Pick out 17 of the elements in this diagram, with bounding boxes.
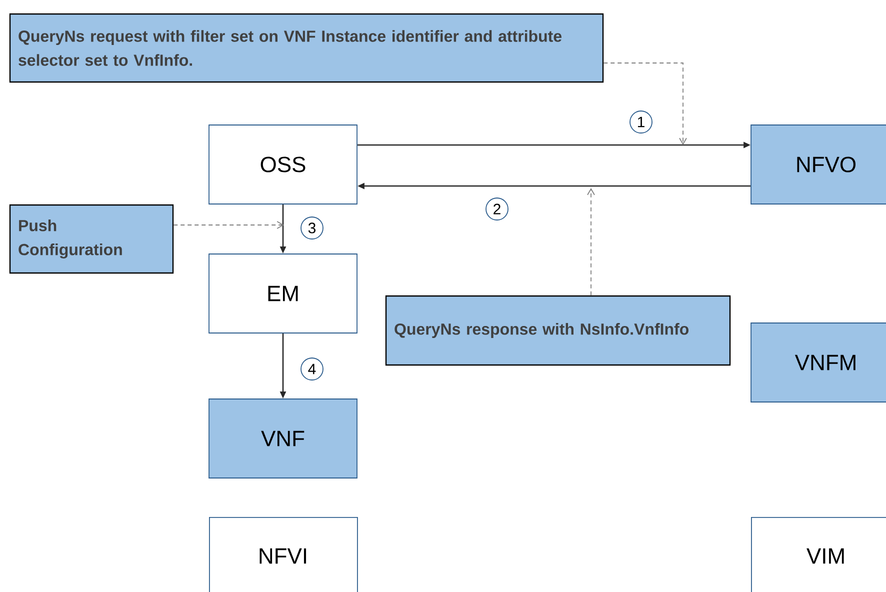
process-box: NFVI [209, 517, 358, 592]
step-number: 4 [300, 358, 324, 380]
note-box: QueryNs request with filter set on VNF Instance identifier and attribute selector set to VnfInfo. [9, 13, 604, 83]
process-box: NFVO [750, 124, 886, 204]
note-box: QueryNs response with NsInfo.VnfInfo [385, 295, 731, 366]
step-number: 1 [630, 110, 652, 134]
leader-line [603, 62, 687, 145]
process-box: OSS [208, 124, 358, 204]
step-number: 2 [486, 198, 508, 220]
process-box: VNFM [750, 322, 886, 402]
process-box: VIM [751, 517, 886, 592]
leader-line [173, 221, 284, 229]
step-number: 3 [300, 216, 324, 240]
leader-line [587, 188, 595, 296]
process-box: EM [208, 254, 358, 334]
note-box: Push Configuration [9, 204, 174, 274]
process-box: VNF [208, 398, 358, 478]
